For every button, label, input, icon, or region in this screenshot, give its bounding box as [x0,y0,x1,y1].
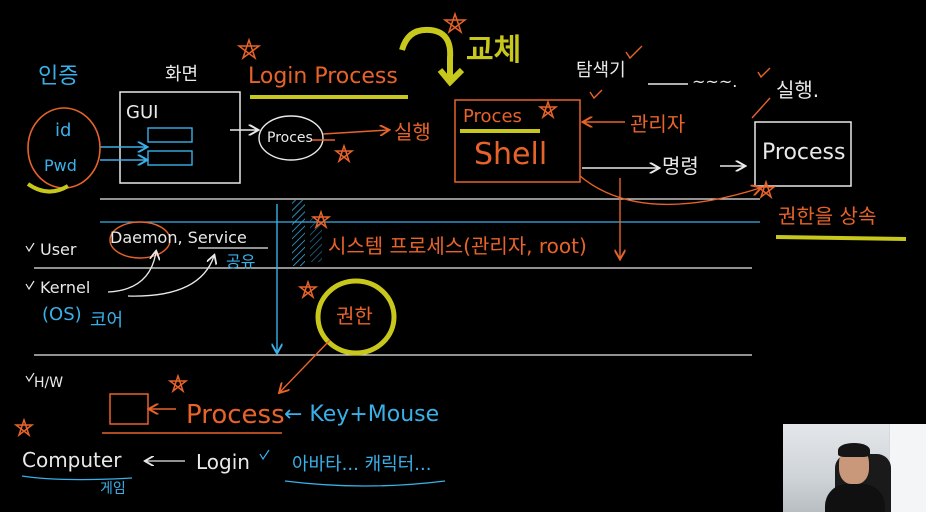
login-process-label: Login Process [248,64,398,89]
gui-field-2 [147,150,193,166]
explorer-label: 탐색기 [576,60,626,81]
gui-field-1 [147,127,193,143]
shell-box [454,99,581,183]
run-left-label: 실행 [394,120,431,144]
os-label: (OS) [42,304,82,325]
permission-label: 권한 [336,304,373,328]
process-right-box [754,121,852,187]
login-label: Login [196,450,250,474]
process-small-label: Proces [267,130,313,146]
star-marks [13,11,777,438]
process-circle [258,115,324,161]
computer-label: Computer [22,448,122,472]
hw-label: H/W [34,375,64,391]
system-process-label: 시스템 프로세스(관리자, root) [328,234,587,258]
key-mouse-label: ← Key+Mouse [284,402,440,427]
shell-label: Shell [474,137,548,172]
command-label: 명령 [662,154,699,178]
run-right-label: 실행. [776,78,820,102]
shared-label: 공유 [226,252,256,271]
gui-label: GUI [126,102,159,123]
permission-circle [315,278,397,356]
screen-label: 화면 [165,64,199,85]
core-label: 코어 [90,310,124,331]
inherit-permission-label: 권한을 상속 [778,204,877,228]
kernel-label: Kernel [40,278,91,297]
game-label: 게임 [100,481,126,497]
process-bottom-label: Process [186,400,285,430]
computer-icon [109,393,149,425]
gui-box [119,91,241,184]
process-right-label: Process [762,140,846,165]
user-label: User [40,240,77,259]
replace-label: 교체 [466,33,522,68]
id-label: id [55,120,72,141]
avatar-character-label: 아바타... 캐릭터... [292,454,432,475]
dash-label: ~~~. [692,72,738,91]
shell-process-label: Proces [463,106,522,127]
hatched-barrier [292,200,305,266]
pwd-label: Pwd [44,156,77,175]
admin-label: 관리자 [630,112,686,136]
webcam-overlay [783,424,926,512]
auth-label: 인증 [38,64,79,89]
daemon-service-label: Daemon, Service [110,228,247,247]
